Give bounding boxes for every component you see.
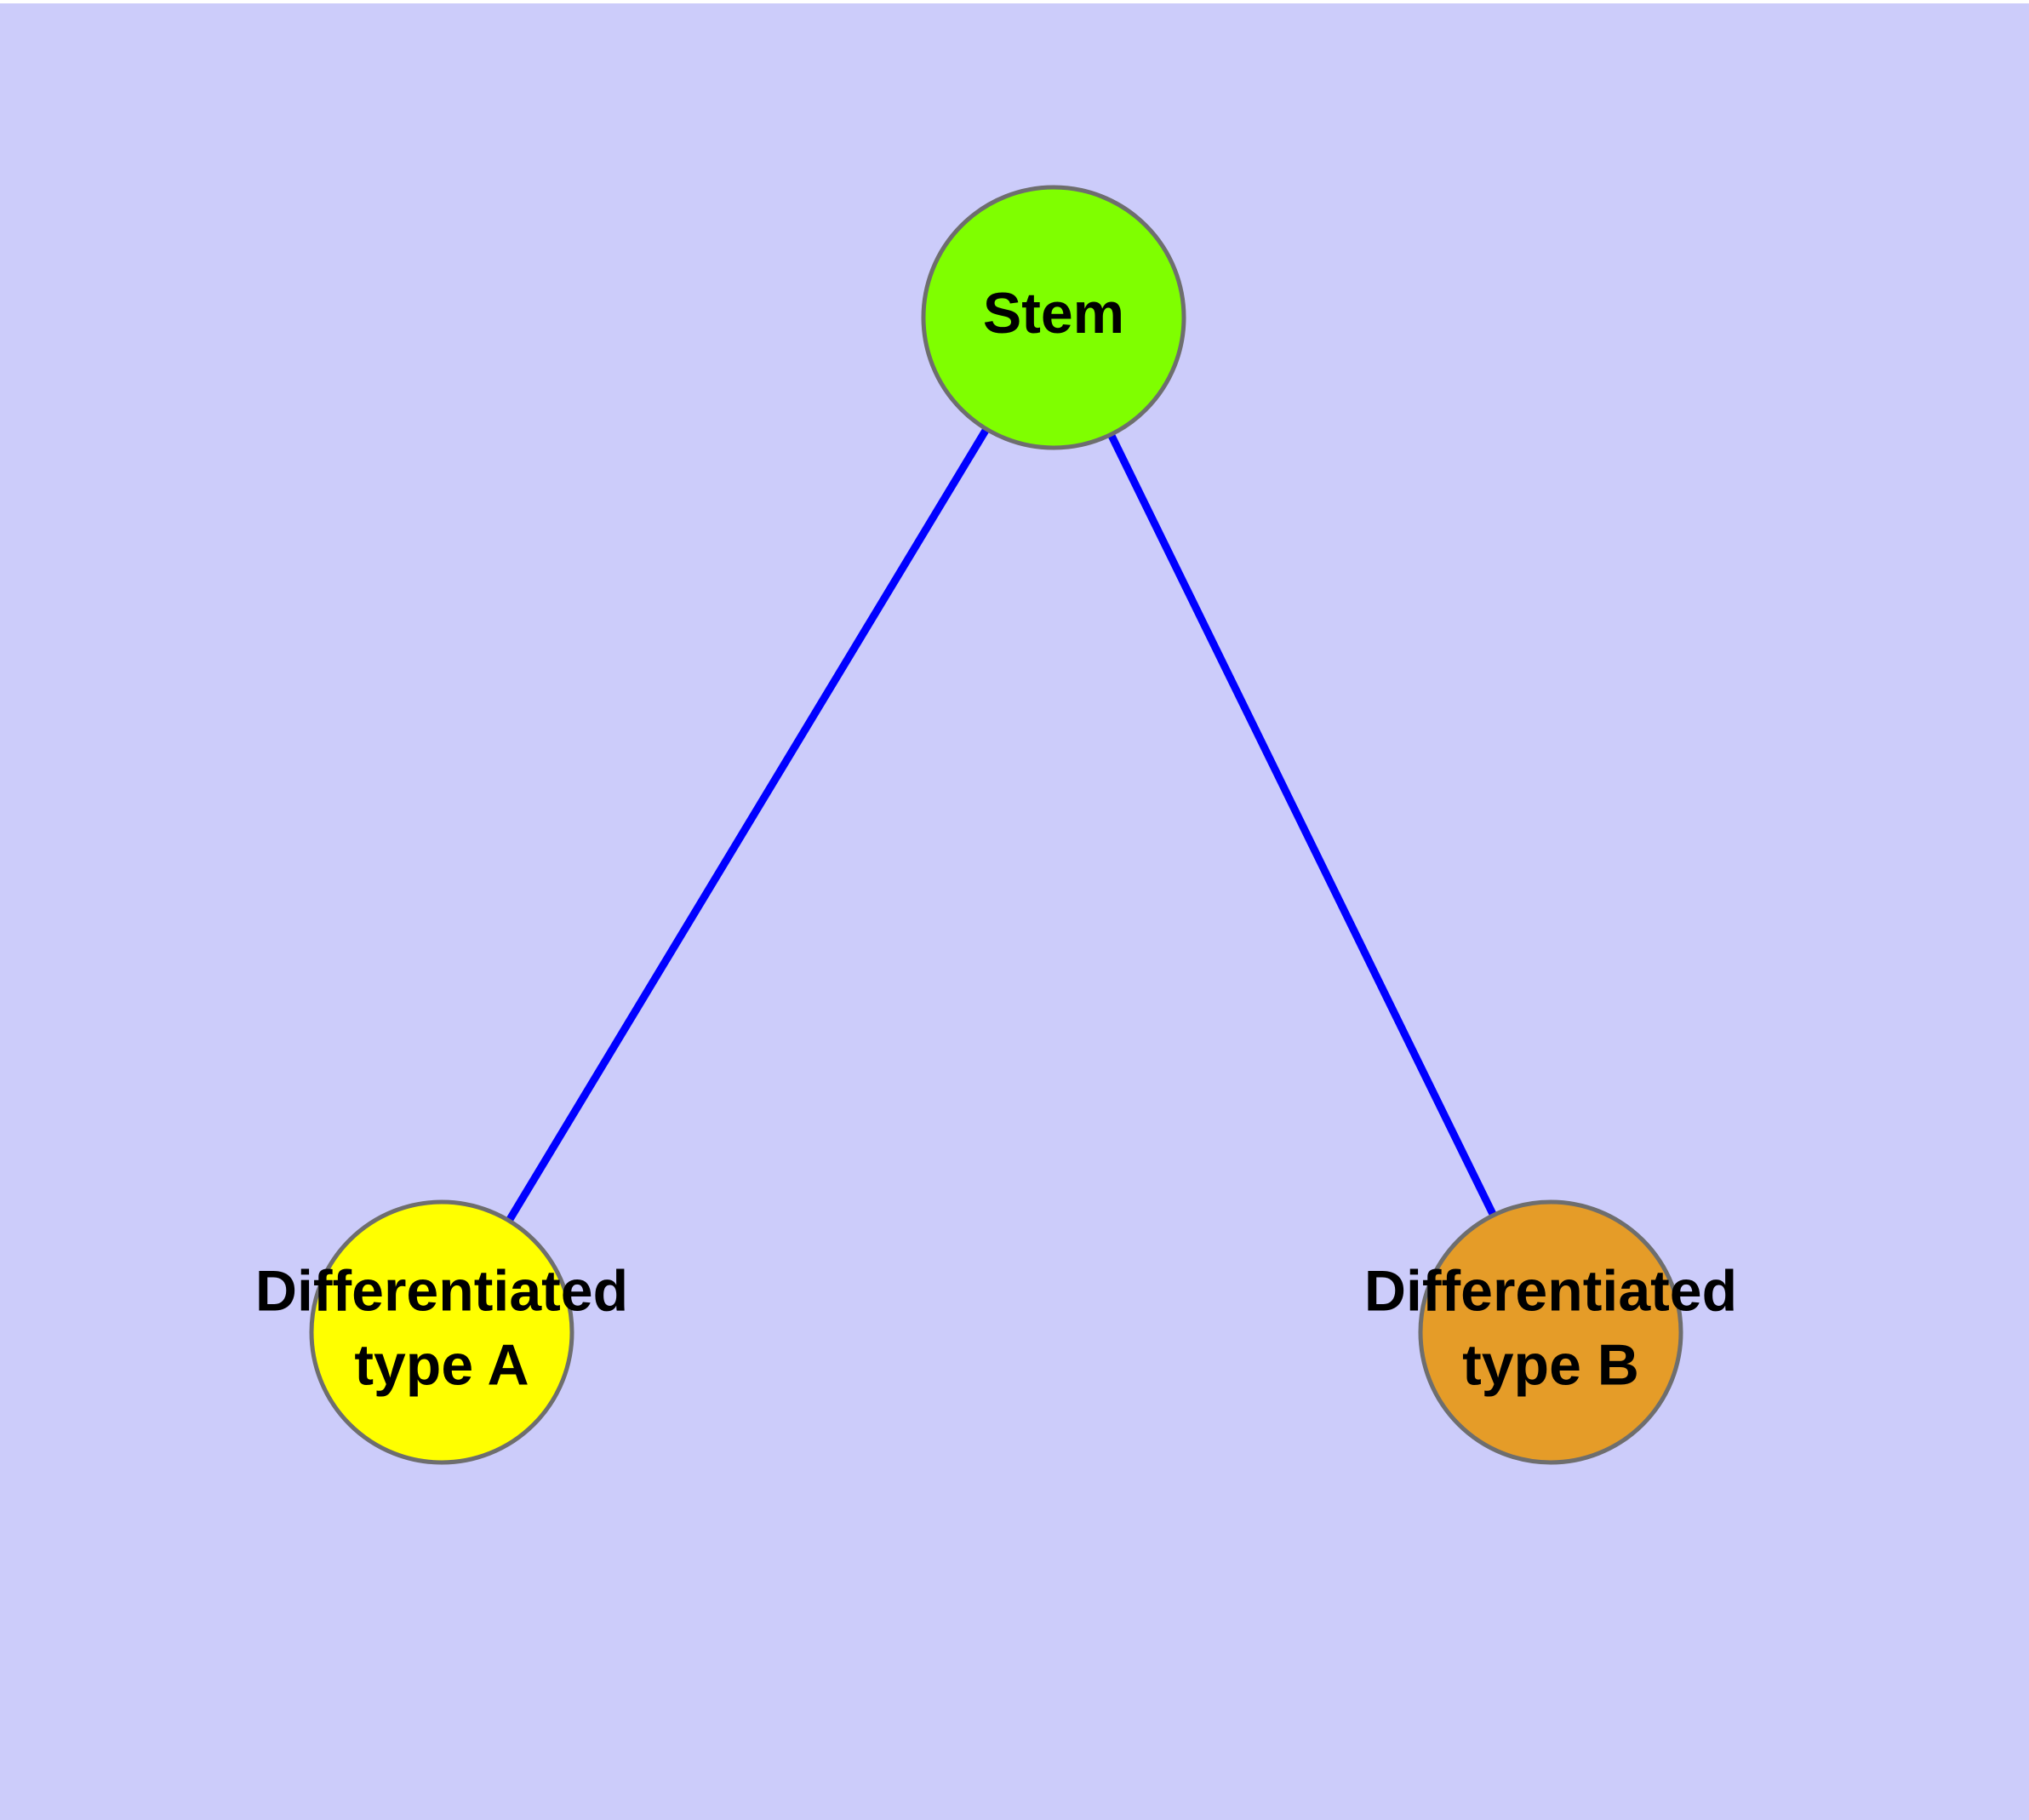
node-diff_b[interactable]: Differentiated type B <box>1364 1199 1737 1465</box>
node-label-diff_a: Differentiated type A <box>255 1258 628 1397</box>
edge-stem-diff-a[interactable] <box>504 424 992 1226</box>
node-circle-diff_a[interactable] <box>309 1199 574 1465</box>
node-label-line: Differentiated <box>1364 1258 1737 1323</box>
node-label-stem: Stem <box>983 281 1124 346</box>
node-diff_a[interactable]: Differentiated type A <box>255 1199 628 1465</box>
node-label-diff_b: Differentiated type B <box>1364 1258 1737 1397</box>
node-label-line: type A <box>354 1332 529 1397</box>
node-circle-stem[interactable] <box>921 185 1186 450</box>
node-circle-diff_b[interactable] <box>1418 1199 1683 1465</box>
edges-layer <box>504 424 1499 1226</box>
node-label-line: type B <box>1462 1332 1639 1397</box>
node-label-line: Stem <box>983 281 1124 346</box>
node-stem[interactable]: Stem <box>921 185 1186 450</box>
node-label-line: Differentiated <box>255 1258 628 1323</box>
edge-stem-diff-b[interactable] <box>1106 429 1499 1221</box>
